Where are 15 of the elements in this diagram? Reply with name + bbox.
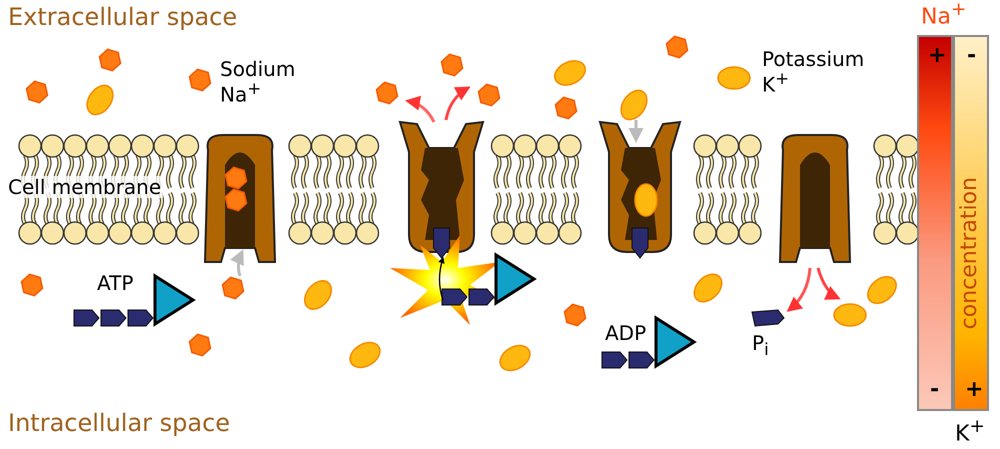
sign-label: - — [930, 379, 940, 401]
region-label: Extracellular space — [8, 4, 238, 30]
ion-label: Potassium K$^{+}$ — [762, 48, 866, 96]
sign-label: + — [965, 379, 984, 401]
axis-label: concentration — [959, 177, 981, 330]
bar-heading: Na$^{+}$ — [921, 1, 966, 28]
sign-label: - — [967, 45, 976, 67]
region-label: Intracellular space — [8, 410, 230, 436]
molecule-label: ADP — [605, 322, 646, 344]
membrane-label: Cell membrane — [6, 176, 164, 198]
sign-label: + — [928, 45, 946, 67]
bar-heading: K$^{+}$ — [955, 418, 985, 445]
molecule-label: ATP — [97, 272, 134, 294]
ion-label: Sodium Na$^{+}$ — [220, 58, 295, 106]
molecule-label: P$_{i}$ — [752, 332, 769, 360]
